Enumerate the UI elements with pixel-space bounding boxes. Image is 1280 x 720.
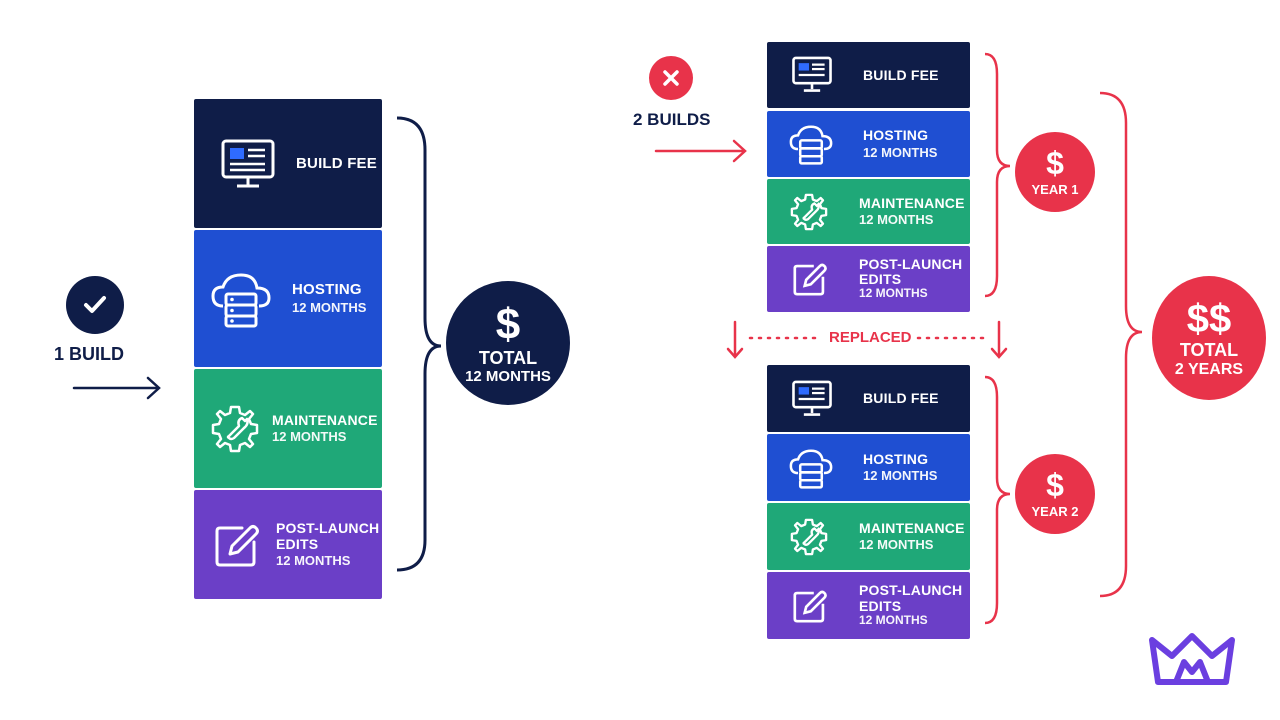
total-label: TOTAL [1179,340,1239,361]
right-arrow [654,139,747,163]
block-sub: 12 MONTHS [276,553,351,569]
block-sub: 12 MONTHS [863,144,938,160]
gear-wrench-icon [787,191,831,233]
edit-icon [789,260,831,298]
stack2-hosting-block: HOSTING 12 MONTHS [767,434,970,501]
stack1-build-fee-block: BUILD FEE [767,42,970,108]
block-label: HOSTING [292,281,362,299]
stack1-maintenance-block: MAINTENANCE 12 MONTHS [767,179,970,244]
gear-wrench-icon [787,516,831,558]
monitor-icon [216,135,280,193]
stack2-build-fee-block: BUILD FEE [767,365,970,432]
stack1-hosting-block: HOSTING 12 MONTHS [767,111,970,177]
left-hosting-block: HOSTING 12 MONTHS [194,230,382,367]
block-label: HOSTING [863,127,929,144]
year-label: YEAR 1 [1031,182,1079,198]
left-brace [396,116,442,572]
cloud-server-icon [206,270,276,328]
year2-brace [984,375,1011,625]
block-label: POST-LAUNCH EDITS [859,255,963,288]
monitor-icon [789,379,835,419]
edit-icon [210,520,264,570]
block-sub: 12 MONTHS [292,299,367,315]
block-sub: 12 MONTHS [863,468,938,484]
year1-brace [984,52,1011,298]
x-icon [663,70,679,86]
one-build-label: 1 BUILD [54,344,125,364]
year2-circle: $ YEAR 2 [1015,454,1095,534]
stack2-maintenance-block: MAINTENANCE 12 MONTHS [767,503,970,570]
dollar-symbol: $$ [1186,297,1232,342]
block-sub: 12 MONTHS [272,429,347,445]
right-total-circle: $$ TOTAL 2 YEARS [1152,276,1266,400]
total-sub: 2 YEARS [1174,361,1244,379]
block-sub: 12 MONTHS [859,537,934,553]
cloud-server-icon [787,447,835,489]
crown-logo-icon [1149,633,1235,685]
total-sub: 12 MONTHS [465,367,551,385]
block-sub: 12 MONTHS [859,612,928,627]
replaced-label: REPLACED [829,329,912,346]
block-label: BUILD FEE [863,66,939,83]
stack1-edits-block: POST-LAUNCH EDITS 12 MONTHS [767,246,970,312]
block-label: BUILD FEE [863,390,939,407]
left-edits-block: POST-LAUNCH EDITS 12 MONTHS [194,490,382,599]
edit-icon [789,587,831,625]
dollar-symbol: $ [1046,467,1064,504]
block-label: HOSTING [863,450,929,467]
total-label: TOTAL [478,348,538,369]
block-sub: 12 MONTHS [859,212,934,228]
block-label: MAINTENANCE [859,194,965,211]
cloud-server-icon [787,123,835,165]
left-arrow [72,376,161,400]
block-label: POST-LAUNCH EDITS [276,519,380,553]
dollar-symbol: $ [1046,145,1064,182]
replaced-connector [726,320,1008,359]
block-label: MAINTENANCE [272,411,378,428]
cross-badge [649,56,693,100]
stack2-edits-block: POST-LAUNCH EDITS 12 MONTHS [767,572,970,639]
check-icon [84,296,106,313]
block-label: BUILD FEE [296,154,377,172]
dollar-symbol: $ [495,299,521,349]
left-total-circle: $ TOTAL 12 MONTHS [446,281,570,405]
block-label: POST-LAUNCH EDITS [859,582,963,614]
left-build-fee-block: BUILD FEE [194,99,382,228]
two-builds-label: 2 BUILDS [633,110,711,129]
block-sub: 12 MONTHS [859,286,928,301]
check-badge [66,276,124,334]
block-label: MAINTENANCE [859,519,965,536]
left-maintenance-block: MAINTENANCE 12 MONTHS [194,369,382,488]
gear-wrench-icon [206,402,264,456]
total-brace [1099,91,1143,598]
year1-circle: $ YEAR 1 [1015,132,1095,212]
monitor-icon [789,55,835,95]
year-label: YEAR 2 [1031,504,1079,520]
